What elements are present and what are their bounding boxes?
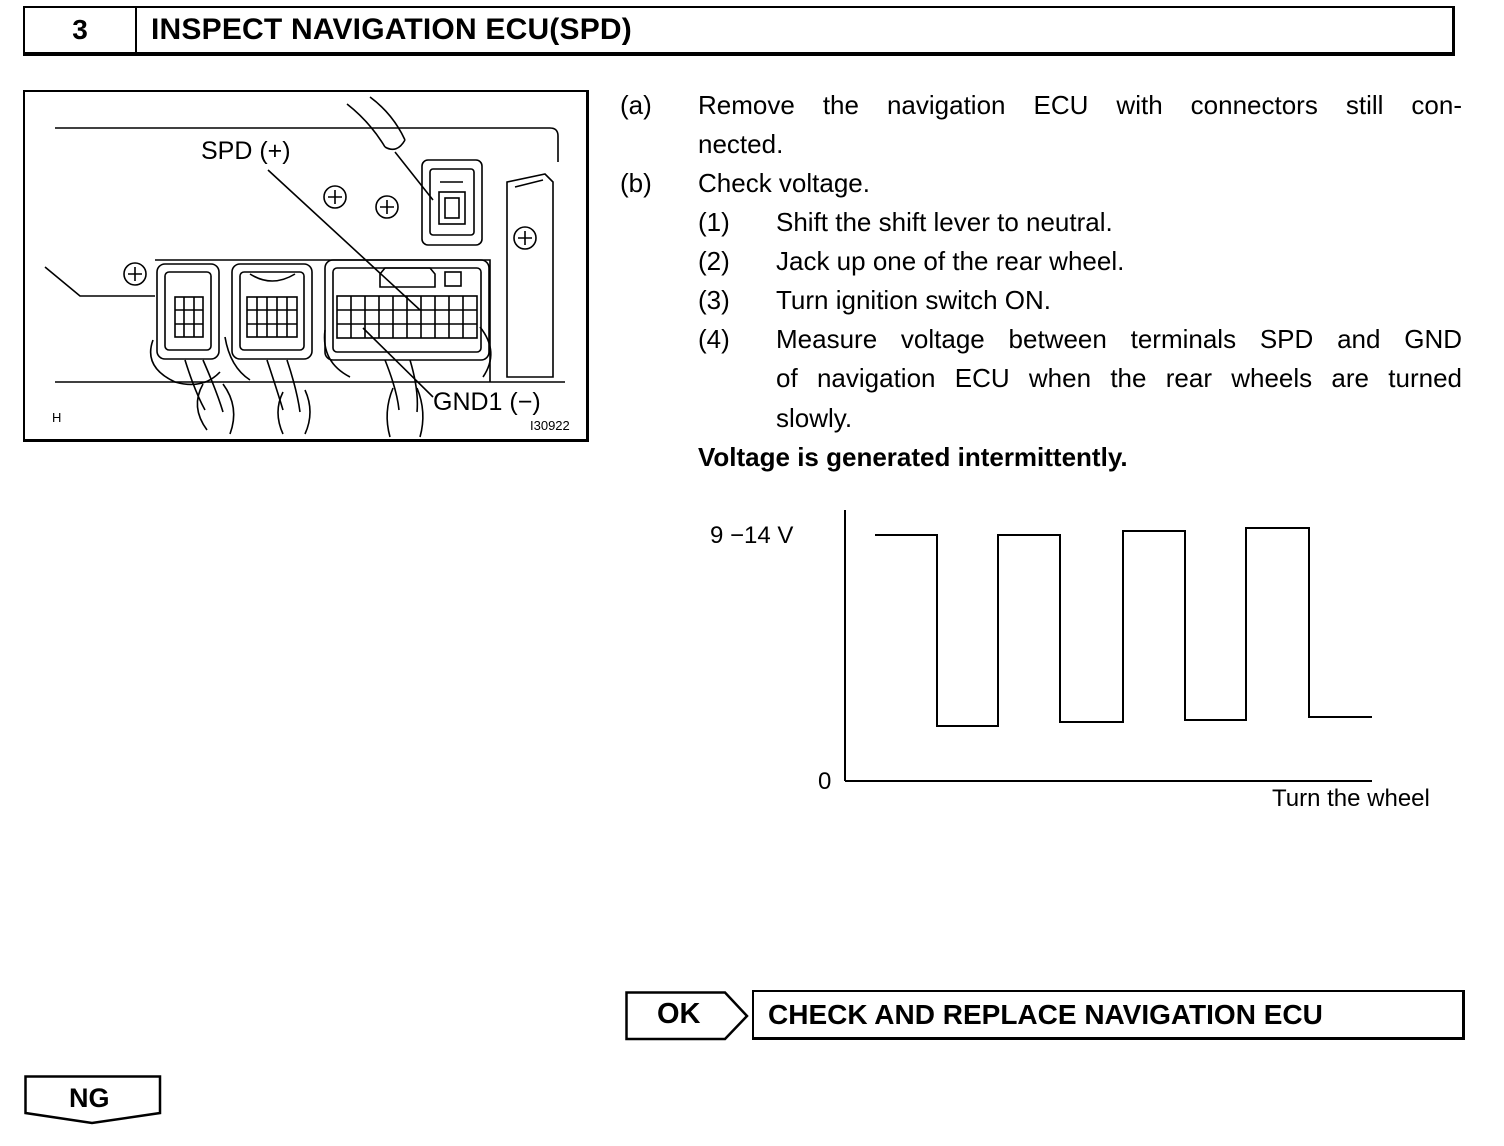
figure-code: I30922: [530, 418, 570, 433]
square-wave-signal: [875, 527, 1372, 727]
step-a-line2: nected.: [698, 129, 784, 159]
expected-result: Voltage is generated intermittently.: [698, 442, 1128, 472]
step-a-marker: (a): [620, 90, 652, 120]
step-title: INSPECT NAVIGATION ECU(SPD): [151, 13, 632, 46]
ok-action-text: CHECK AND REPLACE NAVIGATION ECU: [768, 998, 1323, 1030]
label-gnd1: GND1 (−): [433, 388, 541, 416]
ng-label: NG: [69, 1083, 110, 1113]
ecu-connector-illustration: SPD (+) GND1 (−) H I30922: [23, 90, 589, 442]
substep-3-marker: (3): [698, 285, 730, 315]
substep-2-marker: (2): [698, 246, 730, 276]
step-b-marker: (b): [620, 168, 652, 198]
step-header: 3 INSPECT NAVIGATION ECU(SPD): [23, 6, 1455, 56]
substep-4-line2: of navigation ECU when the rear wheels a…: [776, 363, 1462, 393]
substep-1-marker: (1): [698, 207, 730, 237]
ok-action-button[interactable]: CHECK AND REPLACE NAVIGATION ECU: [752, 990, 1465, 1040]
substep-4-line3: slowly.: [776, 403, 853, 433]
step-b-text: Check voltage.: [698, 168, 870, 198]
y-label-zero: 0: [818, 768, 832, 795]
substep-3-text: Turn ignition switch ON.: [776, 285, 1052, 315]
substep-4-line1: Measure voltage between terminals SPD an…: [776, 324, 1462, 354]
ok-arrow-frame: [625, 991, 749, 1041]
substep-4-marker: (4): [698, 324, 730, 354]
ok-label: OK: [657, 998, 701, 1030]
y-label-high: 9 −14 V: [710, 522, 794, 549]
x-axis-label: Turn the wheel: [1272, 785, 1430, 812]
substep-1-text: Shift the shift lever to neutral.: [776, 207, 1113, 237]
step-number: 3: [25, 8, 137, 52]
label-spd: SPD (+): [201, 137, 291, 165]
ng-arrow-frame: [24, 1075, 162, 1125]
substep-2-text: Jack up one of the rear wheel.: [776, 246, 1125, 276]
step-a-line1: Remove the navigation ECU with connector…: [698, 90, 1462, 120]
corner-letter: H: [52, 410, 62, 425]
ecu-drawing: [44, 96, 565, 438]
